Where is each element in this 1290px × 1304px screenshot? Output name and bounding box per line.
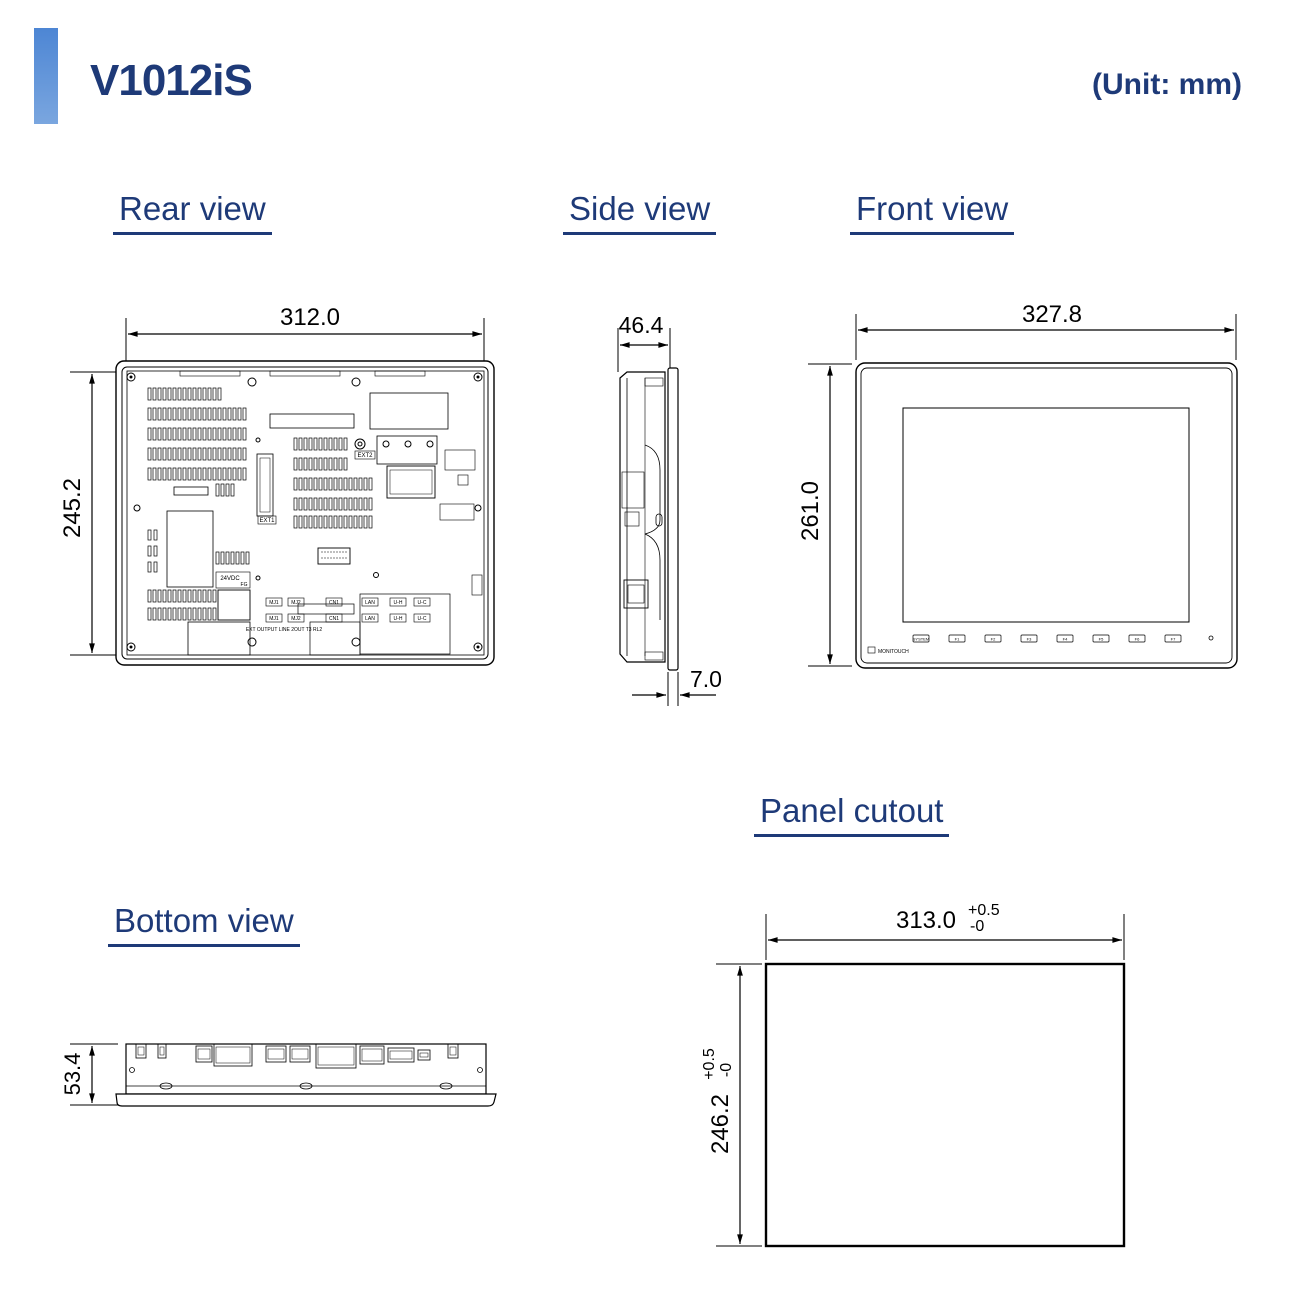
brand-logo-icon xyxy=(867,646,876,654)
bottom-connector xyxy=(289,1045,311,1063)
svg-text:F7: F7 xyxy=(1171,637,1176,642)
svg-text:F6: F6 xyxy=(1135,637,1140,642)
bottom-connector xyxy=(315,1043,357,1069)
front-function-key: F2 xyxy=(984,634,1002,643)
bottom-connector xyxy=(359,1045,385,1065)
rear-view: 312.0 245.2 EXT1 EXT2 xyxy=(59,304,495,666)
svg-text:SYSTEM: SYSTEM xyxy=(913,637,929,642)
led-indicator-icon xyxy=(1208,635,1214,641)
bottom-connector xyxy=(195,1045,213,1063)
cutout-rectangle xyxy=(764,962,1126,1248)
rear-port-label-bottom: LAN xyxy=(361,613,379,623)
front-function-key: F3 xyxy=(1020,634,1038,643)
cutout-width-tol-plus: +0.5 xyxy=(968,902,1000,919)
rear-port-label-bottom: MJ2 xyxy=(287,613,305,623)
cutout-height-tol-minus: -0 xyxy=(718,1063,735,1077)
front-function-key: F7 xyxy=(1164,634,1182,643)
ext2-label: EXT2 xyxy=(357,453,373,459)
side-bezel-text: 7.0 xyxy=(690,666,722,692)
bottom-connector xyxy=(265,1045,287,1063)
rear-port-label-bottom: MJ1 xyxy=(265,613,283,623)
front-brand: MONITOUCH xyxy=(878,649,909,655)
page-title: V1012iS xyxy=(90,56,253,105)
bottom-body xyxy=(125,1043,487,1095)
rear-port-label-top: CN1 xyxy=(325,597,343,607)
bottom-connector xyxy=(213,1043,253,1067)
front-function-key: F5 xyxy=(1092,634,1110,643)
front-function-key: F4 xyxy=(1056,634,1074,643)
fg-label: FG xyxy=(241,582,248,588)
bottom-connector xyxy=(387,1047,415,1063)
rear-width-text: 312.0 xyxy=(280,304,340,331)
svg-text:U-H: U-H xyxy=(394,616,403,622)
svg-text:F3: F3 xyxy=(1027,637,1032,642)
bottom-connector xyxy=(157,1043,167,1059)
front-view: 327.8 261.0 SYSTEM F1 F2 F3 F4 F5 F6 F7 MONITOU… xyxy=(797,301,1238,669)
svg-text:MJ1: MJ1 xyxy=(269,616,279,622)
rear-port-label-top: MJ2 xyxy=(287,597,305,607)
front-function-key: F1 xyxy=(948,634,966,643)
ext1-label: EXT1 xyxy=(259,518,275,524)
svg-text:F5: F5 xyxy=(1099,637,1104,642)
svg-text:F4: F4 xyxy=(1063,637,1068,642)
svg-text:U-C: U-C xyxy=(418,616,427,622)
rear-port-label-bottom: U-C xyxy=(413,613,431,623)
front-height-text: 261.0 xyxy=(797,481,824,541)
cutout-height-tol-plus: +0.5 xyxy=(701,1048,718,1080)
rear-height-text: 245.2 xyxy=(59,478,86,538)
terminal-label: EXT OUTPUT LINE 2OUT T3 RL2 xyxy=(246,627,323,633)
bottom-view-label: Bottom view xyxy=(108,902,300,947)
rear-port-label-bottom: CN1 xyxy=(325,613,343,623)
front-view-label: Front view xyxy=(850,190,1015,235)
side-bezel xyxy=(667,367,679,671)
bottom-connector xyxy=(447,1043,459,1059)
cutout-height-text: 246.2 xyxy=(707,1094,734,1154)
svg-text:LAN: LAN xyxy=(365,600,375,606)
svg-text:U-H: U-H xyxy=(394,600,403,606)
front-function-key: SYSTEM xyxy=(912,634,930,643)
rear-port-label-top: LAN xyxy=(361,597,379,607)
rear-view-label: Rear view xyxy=(113,190,272,235)
side-view: 46.4 7.0 xyxy=(617,312,722,706)
panel-cutout: 313.0 +0.5 -0 246.2 +0.5 -0 xyxy=(701,902,1126,1248)
front-screen xyxy=(902,407,1190,623)
bottom-height-text: 53.4 xyxy=(60,1053,85,1096)
bottom-connector xyxy=(417,1049,431,1061)
accent-bar xyxy=(34,28,58,124)
bottom-connector xyxy=(135,1043,147,1059)
svg-text:U-C: U-C xyxy=(418,600,427,606)
power-label: 24VDC xyxy=(220,576,240,582)
svg-text:MJ2: MJ2 xyxy=(291,616,301,622)
svg-text:F1: F1 xyxy=(955,637,960,642)
svg-text:LAN: LAN xyxy=(365,616,375,622)
bottom-view: 53.4 xyxy=(60,1043,497,1107)
side-view-label: Side view xyxy=(563,190,717,235)
svg-text:CN1: CN1 xyxy=(329,600,339,606)
rear-port-label-top: U-H xyxy=(389,597,407,607)
unit-label: (Unit: mm) xyxy=(1092,68,1242,101)
front-width-text: 327.8 xyxy=(1022,301,1082,328)
cutout-width-text: 313.0 xyxy=(896,907,956,934)
rear-port-label-bottom: U-H xyxy=(389,613,407,623)
cutout-width-tol-minus: -0 xyxy=(970,918,984,935)
svg-text:MJ1: MJ1 xyxy=(269,600,279,606)
front-function-key: F6 xyxy=(1128,634,1146,643)
rear-port-label-top: U-C xyxy=(413,597,431,607)
svg-text:CN1: CN1 xyxy=(329,616,339,622)
svg-text:MJ2: MJ2 xyxy=(291,600,301,606)
rear-port-label-top: MJ1 xyxy=(265,597,283,607)
side-depth-text: 46.4 xyxy=(619,312,664,338)
svg-text:F2: F2 xyxy=(991,637,996,642)
rear-bezel xyxy=(115,360,495,666)
panel-cutout-label: Panel cutout xyxy=(754,792,950,837)
